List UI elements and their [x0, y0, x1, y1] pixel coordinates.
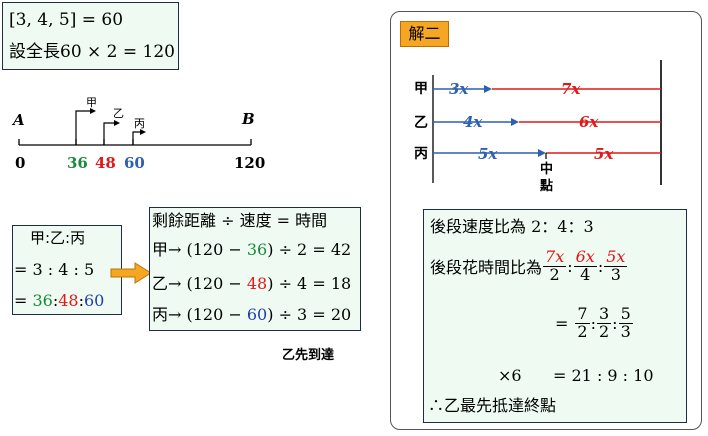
time-row-bing-val: 60 — [246, 305, 268, 324]
runner-label-bing: 丙 — [134, 117, 145, 130]
time-row-jia-val: 36 — [246, 240, 268, 259]
number-line-diagram — [18, 108, 252, 146]
fraction-simple-3-num: 5 — [618, 304, 633, 324]
tick-label-0: 0 — [15, 154, 26, 172]
ratio-row-simple: = 3 : 4 : 5 — [14, 260, 95, 279]
bing-second-distance: 5x — [594, 145, 614, 163]
final-conclusion: ∴乙最先抵達終點 — [428, 396, 557, 415]
tick-label-36: 36 — [67, 154, 88, 172]
colon-1: : — [567, 256, 573, 276]
time-row-bing-post: ) ÷ 3 = 20 — [267, 305, 352, 324]
ratio-sep-2: : — [78, 291, 84, 310]
ratio-sep-1: : — [52, 291, 59, 310]
line-label-yi: 乙 — [414, 115, 428, 131]
fraction-simple-2-num: 3 — [596, 304, 612, 324]
colon-2: : — [597, 256, 604, 276]
yi-second-distance: 6x — [579, 113, 599, 131]
label-a: A — [13, 111, 25, 129]
fraction-bing-num: 5x — [604, 247, 628, 267]
total-length-expr: 60 × 2 = 120 — [60, 42, 175, 62]
time-row-yi-post: ) ÷ 4 = 18 — [267, 274, 352, 293]
line-label-jia: 甲 — [414, 81, 428, 97]
time-row-yi-pre: → (120 − — [168, 274, 247, 293]
lcm-box — [2, 2, 179, 70]
time-box — [149, 207, 361, 331]
midpoint-label-2: 點 — [540, 179, 554, 194]
tick-label-60: 60 — [124, 154, 145, 172]
fraction-simple-1-num: 7 — [575, 304, 590, 324]
arrowhead-bing — [538, 149, 546, 157]
time-row-yi: 乙→ (120 − 48) ÷ 4 = 18 — [152, 276, 351, 292]
time-row-yi-val: 48 — [246, 274, 268, 293]
runner-flag-jia — [75, 110, 92, 145]
integer-ratio: = 21 : 9 : 10 — [553, 366, 654, 385]
flag-arrowhead-jia — [90, 108, 96, 114]
speed-ratio-line: 後段速度比為 2：4：3 — [430, 217, 594, 236]
arrowhead-yi — [511, 118, 519, 126]
ratio-box — [12, 225, 122, 315]
fraction-jia-den: 2 — [549, 264, 560, 284]
time-ratio-prefix: 後段花時間比為 — [430, 258, 543, 278]
colon-3: : — [590, 313, 596, 333]
bing-first-distance: 5x — [478, 145, 498, 163]
runner-label-yi: 乙 — [113, 107, 124, 120]
runner-flag-bing — [132, 131, 142, 145]
time-row-jia-post: ) ÷ 2 = 42 — [267, 240, 352, 259]
orange-arrow-icon — [110, 262, 152, 284]
time-runner-bing: 丙 — [152, 305, 169, 324]
ratio-eq: = — [14, 291, 28, 310]
lcm-line: [3, 4, 5] = 60 — [9, 10, 124, 30]
tick-label-48: 48 — [95, 154, 116, 172]
flag-arrowhead-yi — [114, 120, 120, 126]
fraction-yi-den: 4 — [580, 264, 591, 284]
time-row-jia: 甲→ (120 − 36) ÷ 2 = 42 — [152, 242, 351, 258]
ratio-value-yi: 48 — [58, 291, 79, 310]
time-row-jia-pre: → (120 − — [168, 240, 247, 259]
midpoint-label-1: 中 — [540, 162, 554, 177]
total-length-prefix: 設全長 — [9, 42, 60, 62]
ratio-value-jia: 36 — [32, 291, 53, 310]
tick-label-120: 120 — [234, 154, 266, 172]
fraction-simple-1-den: 2 — [577, 321, 588, 341]
time-runner-jia: 甲 — [152, 240, 169, 259]
yi-first-distance: 4x — [463, 113, 483, 131]
multiply-note: ×6 — [498, 366, 522, 385]
fraction-yi-num: 6x — [573, 247, 597, 267]
runner-label-jia: 甲 — [86, 96, 97, 109]
label-b: B — [242, 110, 255, 128]
fraction-simple-2-den: 2 — [598, 321, 610, 341]
fraction-simple-3-den: 3 — [620, 321, 631, 341]
ratio-value-bing: 60 — [84, 291, 105, 310]
solution2-tag: 解二 — [400, 21, 449, 47]
speed-line-diagram — [432, 60, 662, 185]
ratio-row-values: = 36:48:60 — [14, 293, 104, 309]
ratio-header: 甲:乙:丙 — [30, 229, 86, 247]
jia-first-distance: 3x — [449, 80, 469, 98]
solution2-inner-box — [423, 209, 687, 423]
runner-flag-yi — [103, 122, 116, 145]
total-length-line: 設全長60 × 2 = 120 — [9, 44, 175, 61]
jia-second-distance: 7x — [561, 80, 581, 98]
line-label-bing: 丙 — [414, 146, 428, 162]
time-row-bing-pre: → (120 − — [168, 305, 247, 324]
time-formula: 剩餘距離 ÷ 速度 = 時間 — [152, 211, 328, 230]
flag-arrowhead-bing — [140, 129, 146, 135]
arrowhead-jia — [484, 85, 492, 93]
fraction-bing-den: 3 — [610, 264, 621, 284]
fraction-jia-num: 7x — [543, 247, 567, 267]
conclusion-left: 乙先到達 — [282, 348, 335, 363]
simplified-eq: = — [555, 313, 569, 333]
colon-4: : — [612, 313, 618, 333]
time-runner-yi: 乙 — [152, 274, 169, 293]
time-row-bing: 丙→ (120 − 60) ÷ 3 = 20 — [152, 307, 351, 323]
